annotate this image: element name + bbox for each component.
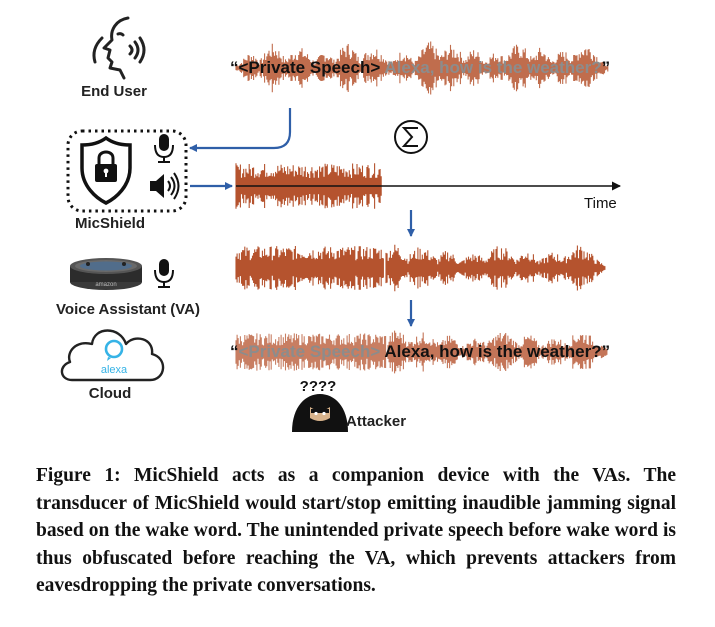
- private-speech-text: <Private Speech>: [238, 58, 381, 77]
- original-speech-quote: “<Private Speech> Alexa, how is the weat…: [230, 58, 610, 78]
- question-marks: ????: [300, 378, 337, 395]
- lock-icon: [80, 135, 132, 205]
- obfuscated-waveform: [235, 330, 608, 374]
- command-text-clear: Alexa, how is the weather?: [380, 342, 602, 361]
- wave-combined-trace: [235, 246, 384, 290]
- combined-waveform: [235, 244, 606, 292]
- attacker-label: Attacker: [346, 413, 407, 430]
- command-text: Alexa, how is the weather?: [380, 58, 602, 77]
- wave-top-trace: [235, 41, 609, 95]
- audio-input-arrow: [189, 108, 292, 152]
- summation-icon: [394, 120, 428, 154]
- quote-close-bottom: ”: [601, 342, 611, 361]
- cloud-label: Cloud: [88, 385, 132, 402]
- micshield-label: MicShield: [74, 215, 145, 232]
- wave-bottom-trace: [235, 333, 387, 371]
- voice-assistant-label: Voice Assistant (VA): [56, 301, 200, 318]
- micshield-device: [66, 129, 188, 213]
- figure-caption: Figure 1: MicShield acts as a companion …: [36, 462, 676, 600]
- micshield-diagram: amazon alexa ????: [60, 16, 621, 432]
- quote-open-bottom: “: [230, 342, 239, 361]
- wave-bottom-trace: [387, 330, 608, 374]
- echo-dot-device-icon: amazon: [70, 258, 142, 290]
- speech-waveform-original: [235, 41, 609, 95]
- caption-body: The transducer of MicShield would start/…: [36, 465, 676, 596]
- obfuscated-speech-quote: “<Private Speech> Alexa, how is the weat…: [230, 342, 610, 362]
- speaker-icon: [150, 172, 180, 200]
- caption-lead: Figure 1: MicShield acts as a companion …: [36, 465, 644, 486]
- quote-close: ”: [601, 58, 611, 77]
- end-user-label: End User: [81, 83, 147, 100]
- device-brand-text: amazon: [95, 282, 116, 288]
- time-axis-label: Time: [584, 195, 617, 212]
- alexa-logo-icon: [104, 339, 124, 361]
- hooded-attacker-icon: [292, 394, 348, 432]
- quote-open: “: [230, 58, 239, 77]
- speaking-person-icon: [92, 16, 146, 80]
- va-microphone-icon: [154, 259, 174, 288]
- alexa-logo-text: alexa: [101, 364, 128, 376]
- wave-combined-trace: [385, 244, 606, 292]
- private-speech-text-obfuscated: <Private Speech>: [238, 342, 381, 361]
- microphone-icon: [154, 134, 174, 163]
- cloud-icon: alexa: [60, 329, 165, 382]
